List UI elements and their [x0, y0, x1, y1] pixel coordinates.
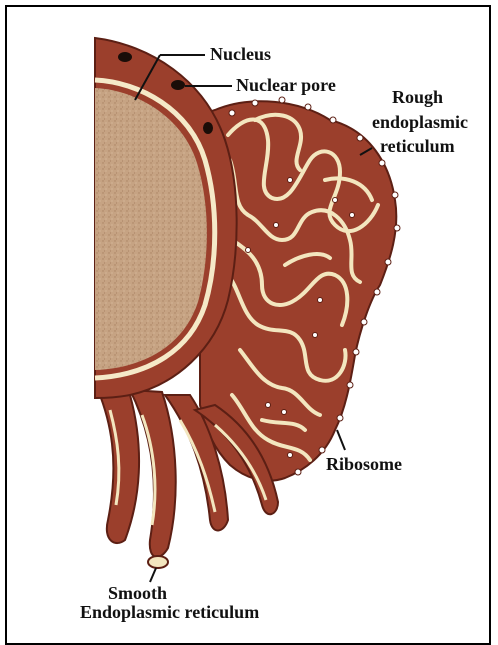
- label-rough-er: endoplasmic: [372, 112, 468, 132]
- label-rough-er: Rough: [392, 87, 443, 107]
- label-smooth-er: Endoplasmic reticulum: [80, 602, 259, 622]
- leader-ribosome: [337, 430, 345, 450]
- label-rough-er: reticulum: [380, 136, 455, 156]
- label-nucleus: Nucleus: [210, 44, 271, 64]
- label-smooth-er: Smooth: [108, 583, 167, 603]
- leader-smooth-er: [150, 568, 156, 582]
- label-ribosome: Ribosome: [326, 454, 402, 474]
- nuclear-pore: [203, 122, 213, 134]
- nuclear-pore: [118, 52, 132, 62]
- er-diagram: Nucleus Nuclear pore Rough endoplasmic r…: [0, 0, 498, 622]
- smooth-er-tubule-end: [148, 556, 168, 568]
- nuclear-pore: [171, 80, 185, 90]
- label-nuclear-pore: Nuclear pore: [236, 75, 336, 95]
